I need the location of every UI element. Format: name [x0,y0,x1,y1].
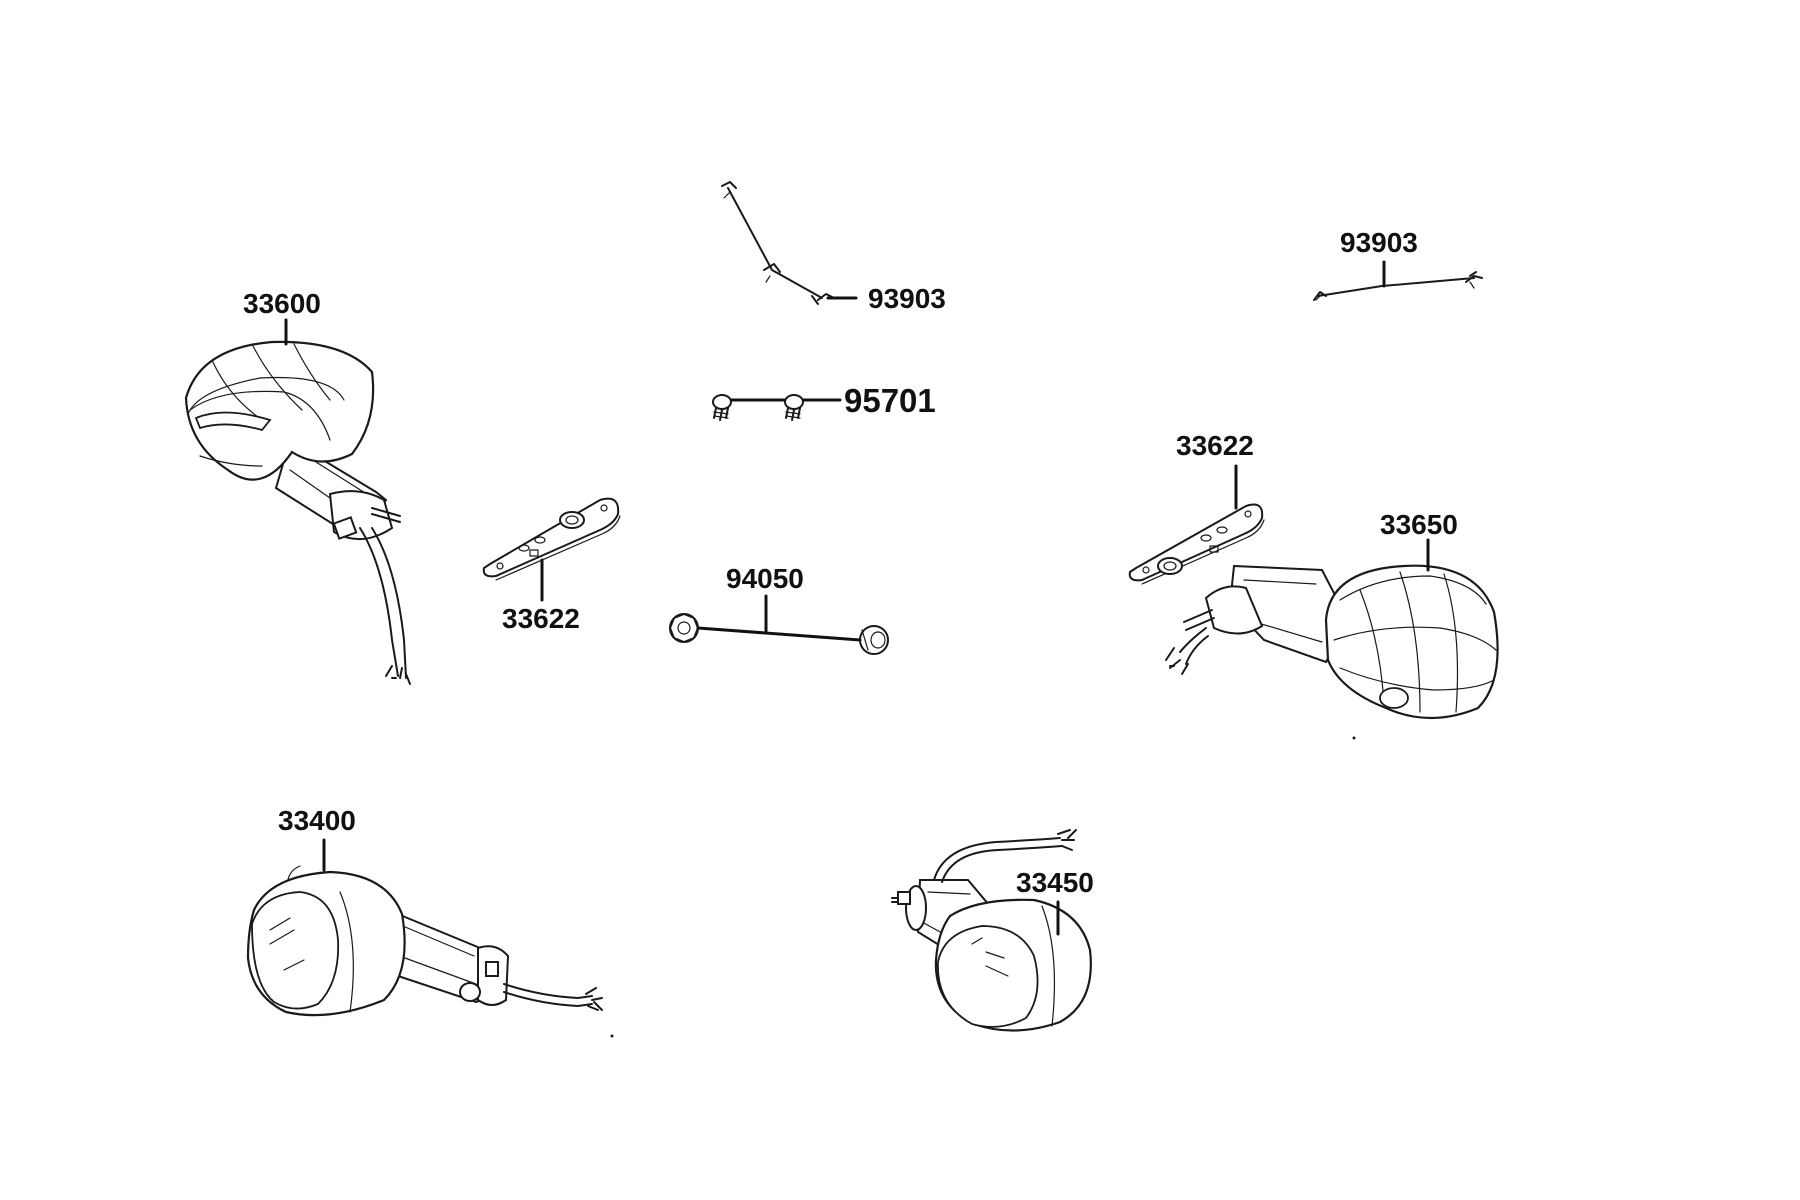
flange-nut-drawing-1 [669,613,699,643]
turn-signal-33400-drawing [246,865,603,1017]
turn-signal-33450-drawing [891,829,1092,1032]
part-93903-left: 93903 [721,181,946,314]
part-33650: 33650 [1165,509,1499,720]
part-93903-right: 93903 [1313,227,1483,301]
part-33600: 33600 [184,288,411,685]
turn-signal-33650-drawing [1165,564,1499,720]
part-33450: 33450 [891,829,1094,1032]
part-95701: 95701 [712,382,936,421]
scan-speck [610,1034,614,1038]
screw-drawing-2 [784,394,804,421]
part-number-33650: 33650 [1380,509,1458,540]
turn-signal-33600-drawing [184,340,411,685]
part-33622-right: 33622 [1128,430,1265,585]
part-number-93903-right: 93903 [1340,227,1418,258]
part-94050: 94050 [669,563,889,655]
screw-drawing-1 [712,394,732,421]
bracket-plate-drawing [482,497,621,581]
part-33622-left: 33622 [482,497,621,634]
part-number-93903-left: 93903 [868,283,946,314]
scan-speck [1352,736,1356,740]
part-number-95701: 95701 [844,382,936,419]
part-number-33400: 33400 [278,805,356,836]
bracket-plate-drawing [1128,503,1265,585]
part-number-33600: 33600 [243,288,321,319]
wire-clip-drawing [721,181,835,305]
part-number-94050: 94050 [726,563,804,594]
part-number-33622-right: 33622 [1176,430,1254,461]
part-number-33622-left: 33622 [502,603,580,634]
wire-clip-drawing [1313,271,1483,301]
part-33400: 33400 [246,805,603,1017]
flange-nut-drawing-2 [859,625,889,655]
part-number-33450: 33450 [1016,867,1094,898]
leader-94050-bar [696,626,862,642]
